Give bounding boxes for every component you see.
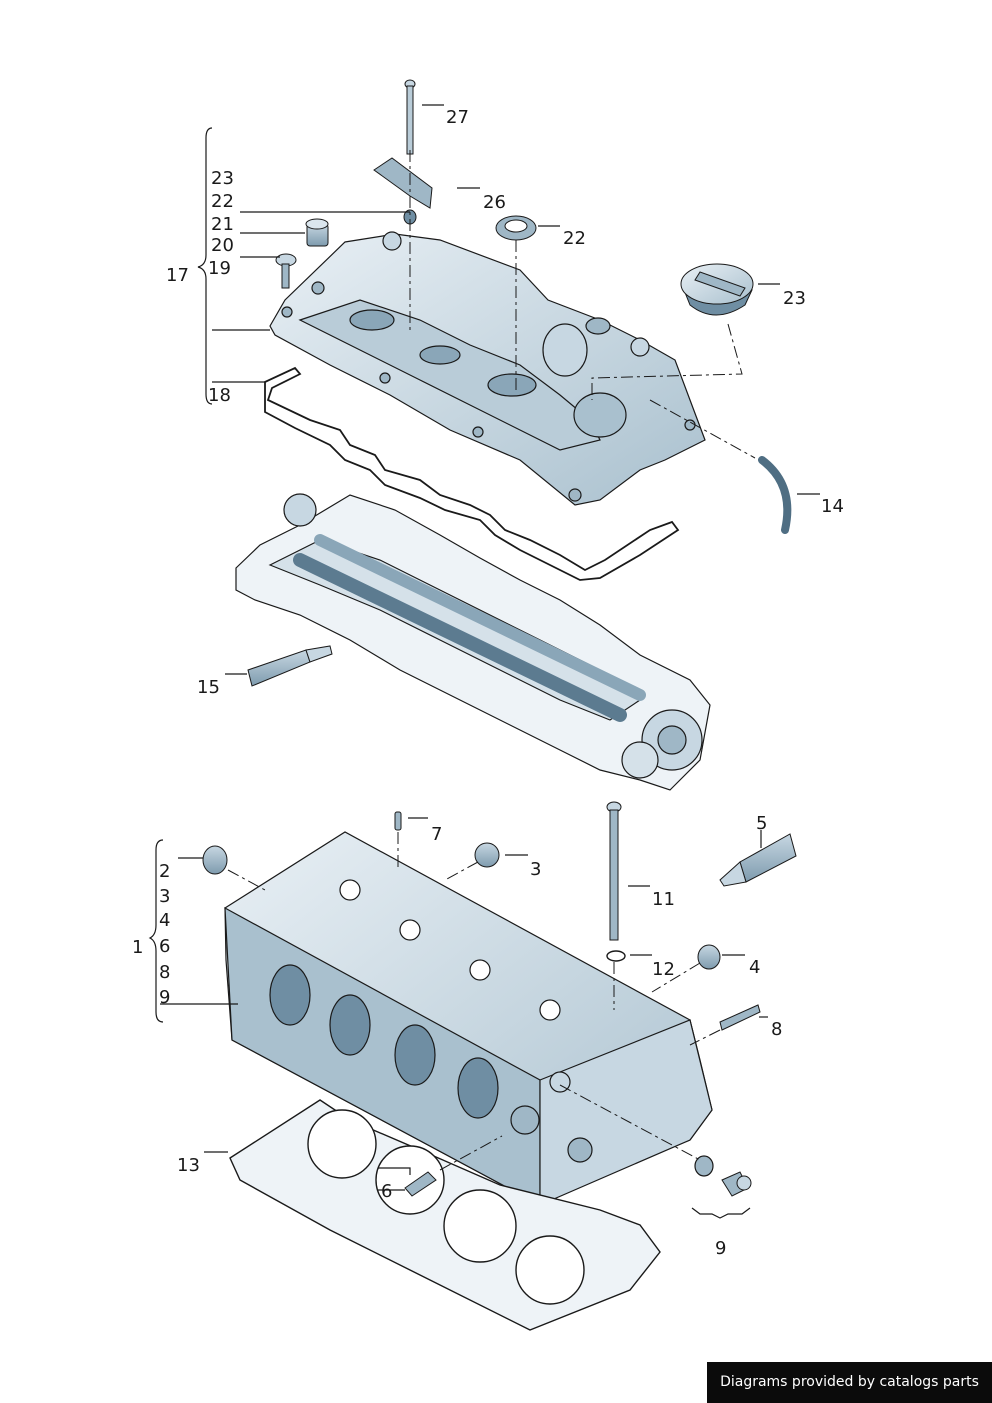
callout-21: 21 xyxy=(211,214,234,235)
callout-7: 7 xyxy=(431,824,443,845)
callout-6-list: 6 xyxy=(159,936,171,957)
credit-banner: Diagrams provided by catalogs parts xyxy=(707,1362,992,1403)
pin-7 xyxy=(394,811,402,831)
cylinder-head xyxy=(224,831,713,1207)
callout-26: 26 xyxy=(483,192,506,213)
bolt-11 xyxy=(606,801,622,941)
screw-plug-9 xyxy=(721,1171,752,1197)
callout-3: 3 xyxy=(530,859,542,880)
callout-19: 19 xyxy=(208,258,231,279)
leader-lines xyxy=(148,104,820,1219)
sealant-tube-15 xyxy=(247,645,333,687)
seal-9 xyxy=(694,1155,714,1177)
valve-cover-gasket xyxy=(264,366,680,581)
callout-6: 6 xyxy=(381,1181,393,1202)
stud-8 xyxy=(719,1004,761,1031)
bolt-27 xyxy=(404,79,416,155)
callout-23: 23 xyxy=(783,288,806,309)
callout-18: 18 xyxy=(208,385,231,406)
callout-1: 1 xyxy=(132,937,144,958)
callout-22: 22 xyxy=(563,228,586,249)
head-gasket-13 xyxy=(229,1099,661,1331)
sleeve-6 xyxy=(404,1171,437,1197)
screw-19 xyxy=(275,253,297,289)
callout-4: 4 xyxy=(749,957,761,978)
oil-filler-cap-23 xyxy=(680,263,754,316)
callout-22-list: 22 xyxy=(211,191,234,212)
callout-23-list: 23 xyxy=(211,168,234,189)
callout-9: 9 xyxy=(715,1238,727,1259)
callout-17: 17 xyxy=(166,265,189,286)
callout-12: 12 xyxy=(652,959,675,980)
callout-11: 11 xyxy=(652,889,675,910)
callout-8: 8 xyxy=(771,1019,783,1040)
callout-27: 27 xyxy=(446,107,469,128)
callout-15: 15 xyxy=(197,677,220,698)
camshaft-frame xyxy=(235,493,711,791)
plug-4 xyxy=(697,944,721,970)
plug-3 xyxy=(474,842,500,868)
bracket-26 xyxy=(373,157,433,209)
callout-4-list: 4 xyxy=(159,910,171,931)
callout-3-list: 3 xyxy=(159,886,171,907)
dashed-guides xyxy=(227,150,756,1171)
valve-cover xyxy=(269,231,706,506)
washer-12 xyxy=(606,950,626,962)
callout-9-list: 9 xyxy=(159,987,171,1008)
plug-2 xyxy=(202,845,228,875)
cap-21 xyxy=(305,218,329,247)
hose-14 xyxy=(758,456,792,534)
callout-20: 20 xyxy=(211,235,234,256)
callout-14: 14 xyxy=(821,496,844,517)
callout-13: 13 xyxy=(177,1155,200,1176)
sealant-tube-5 xyxy=(719,833,797,887)
seal-ring-22 xyxy=(495,215,537,241)
callout-2-list: 2 xyxy=(159,861,171,882)
callout-5: 5 xyxy=(756,813,768,834)
callout-8-list: 8 xyxy=(159,962,171,983)
